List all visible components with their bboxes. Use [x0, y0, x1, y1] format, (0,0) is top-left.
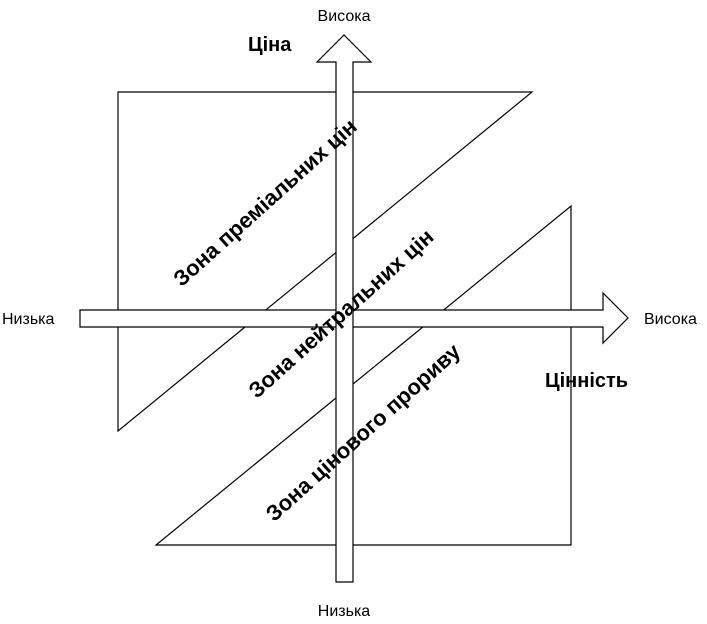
- value-axis-arrow: [79, 291, 629, 345]
- price-axis-title: Ціна: [248, 34, 292, 56]
- price-axis-arrow: [315, 34, 373, 583]
- breakthrough-zone-shape: [154, 204, 572, 546]
- value-axis-title: Цінність: [545, 370, 628, 392]
- premium-zone-shape: [117, 91, 534, 433]
- value-low-label: Низька: [2, 311, 55, 328]
- price-high-label: Висока: [318, 8, 371, 25]
- value-high-label: Висока: [644, 311, 697, 328]
- price-low-label: Низька: [318, 603, 371, 620]
